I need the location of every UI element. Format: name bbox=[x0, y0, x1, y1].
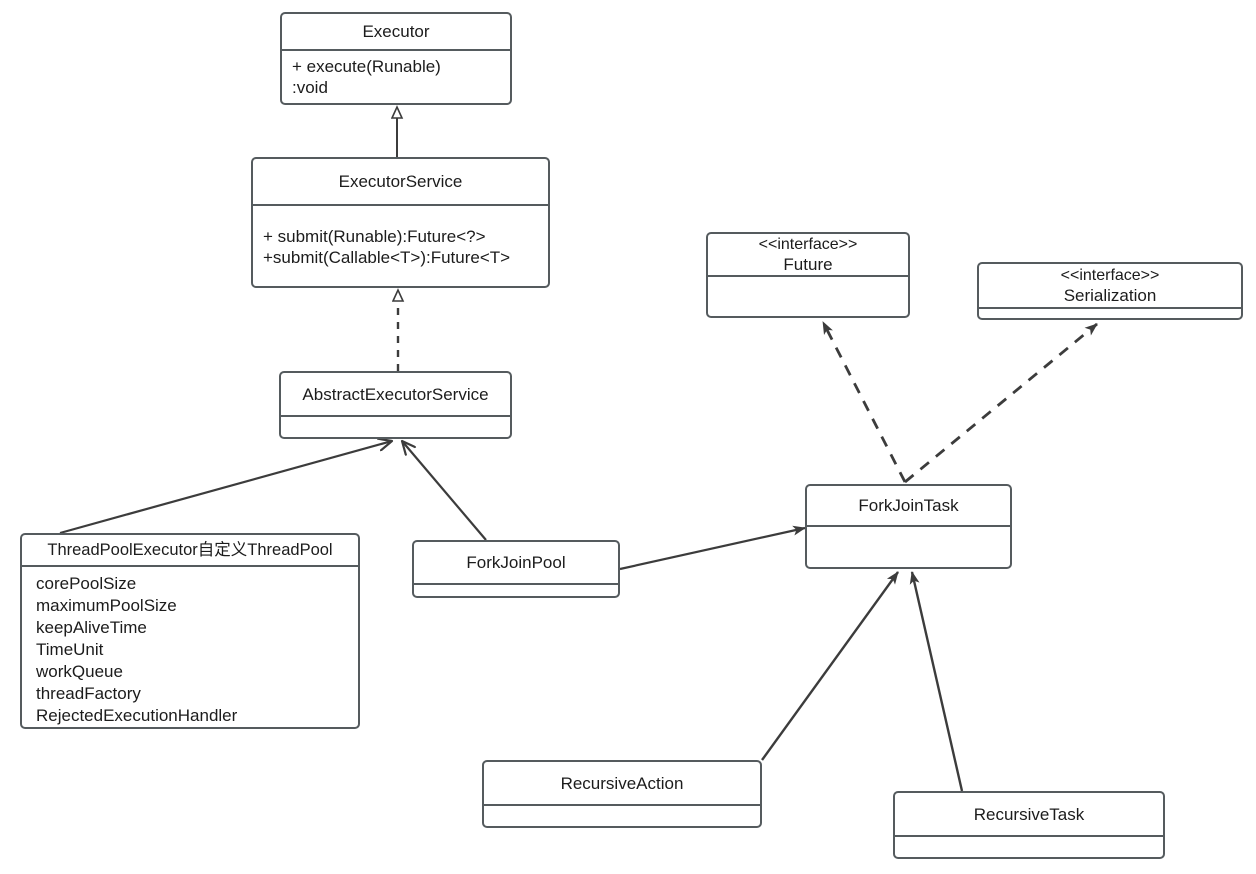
attribute-line: threadFactory bbox=[36, 684, 141, 703]
class-name-recursive-action: RecursiveAction bbox=[560, 773, 684, 793]
class-box-serialization[interactable]: <<interface>> Serialization bbox=[977, 262, 1243, 320]
class-box-fork-join-task[interactable]: ForkJoinTask bbox=[805, 484, 1012, 569]
class-header-recursive-action: RecursiveAction bbox=[484, 762, 760, 804]
edge-recursiveaction-extends-forkjointask bbox=[761, 571, 899, 761]
class-header-future: <<interface>> Future bbox=[708, 234, 908, 275]
attribute-line: + execute(Runable) bbox=[292, 57, 441, 76]
class-box-recursive-action[interactable]: RecursiveAction bbox=[482, 760, 762, 828]
attribute-line: +submit(Callable<T>):Future<T> bbox=[263, 248, 511, 267]
class-header-fork-join-task: ForkJoinTask bbox=[807, 486, 1010, 525]
class-header-fork-join-pool: ForkJoinPool bbox=[414, 542, 618, 583]
class-box-executor-service[interactable]: ExecutorService + submit(Runable):Future… bbox=[251, 157, 550, 288]
class-box-thread-pool-executor[interactable]: ThreadPoolExecutor自定义ThreadPool corePool… bbox=[20, 533, 360, 729]
class-box-abstract-executor-service[interactable]: AbstractExecutorService bbox=[279, 371, 512, 439]
class-attributes-fork-join-task bbox=[807, 527, 1010, 567]
class-divider-thread-pool-executor bbox=[22, 565, 358, 567]
attribute-line: RejectedExecutionHandler bbox=[36, 706, 238, 725]
class-box-recursive-task[interactable]: RecursiveTask bbox=[893, 791, 1165, 859]
class-attributes-recursive-task bbox=[895, 837, 1163, 857]
class-stereotype-serialization: <<interface>> bbox=[1060, 266, 1160, 284]
class-divider-serialization bbox=[979, 307, 1241, 309]
class-divider-fork-join-pool bbox=[414, 583, 618, 585]
class-header-abstract-executor-service: AbstractExecutorService bbox=[281, 373, 510, 415]
attribute-line: TimeUnit bbox=[36, 640, 104, 659]
class-attributes-future bbox=[708, 277, 908, 316]
class-attributes-fork-join-pool bbox=[414, 585, 618, 596]
class-attributes-abstract-executor-service bbox=[281, 417, 510, 437]
edge-forkjoinpool-extends-abstractexecutorservice bbox=[402, 441, 487, 541]
class-divider-executor bbox=[282, 49, 510, 51]
class-name-recursive-task: RecursiveTask bbox=[973, 804, 1085, 824]
edge-forkjointask-implements-serialization bbox=[904, 322, 1098, 484]
attribute-line: :void bbox=[292, 78, 328, 97]
class-box-fork-join-pool[interactable]: ForkJoinPool bbox=[412, 540, 620, 598]
class-name-fork-join-pool: ForkJoinPool bbox=[466, 553, 566, 572]
class-name-fork-join-task: ForkJoinTask bbox=[858, 496, 959, 515]
class-attributes-recursive-action bbox=[484, 806, 760, 826]
class-box-executor[interactable]: Executor + execute(Runable) :void bbox=[280, 12, 512, 105]
class-divider-recursive-action bbox=[484, 804, 760, 806]
class-name-abstract-executor-service: AbstractExecutorService bbox=[302, 384, 489, 404]
attribute-line: + submit(Runable):Future<?> bbox=[263, 227, 486, 246]
attribute-line: keepAliveTime bbox=[36, 618, 147, 637]
class-header-executor-service: ExecutorService bbox=[253, 159, 548, 204]
class-divider-abstract-executor-service bbox=[281, 415, 510, 417]
class-name-future: Future bbox=[783, 254, 833, 274]
class-divider-recursive-task bbox=[895, 835, 1163, 837]
class-name-serialization: Serialization bbox=[1063, 285, 1157, 305]
class-header-recursive-task: RecursiveTask bbox=[895, 793, 1163, 835]
class-attributes-executor: + execute(Runable) :void bbox=[282, 51, 510, 103]
edge-forkjoinpool-uses-forkjointask bbox=[619, 525, 806, 571]
class-header-serialization: <<interface>> Serialization bbox=[979, 264, 1241, 307]
class-attributes-thread-pool-executor: corePoolSize maximumPoolSize keepAliveTi… bbox=[22, 567, 358, 727]
class-box-future[interactable]: <<interface>> Future bbox=[706, 232, 910, 318]
edge-threadpoolexecutor-extends-abstractexecutorservice bbox=[59, 441, 392, 535]
class-header-executor: Executor bbox=[282, 14, 510, 49]
class-name-thread-pool-executor: ThreadPoolExecutor自定义ThreadPool bbox=[47, 540, 333, 559]
class-attributes-serialization bbox=[979, 309, 1241, 318]
class-name-executor: Executor bbox=[362, 22, 430, 41]
class-divider-fork-join-task bbox=[807, 525, 1010, 527]
class-divider-future bbox=[708, 275, 908, 277]
class-divider-executor-service bbox=[253, 204, 548, 206]
class-attributes-executor-service: + submit(Runable):Future<?> +submit(Call… bbox=[253, 206, 548, 286]
attribute-line: workQueue bbox=[36, 662, 123, 681]
class-header-thread-pool-executor: ThreadPoolExecutor自定义ThreadPool bbox=[22, 535, 358, 565]
class-stereotype-future: <<interface>> bbox=[758, 235, 858, 253]
edge-recursivetask-extends-forkjointask bbox=[909, 571, 964, 792]
attribute-line: maximumPoolSize bbox=[36, 596, 177, 615]
attribute-line: corePoolSize bbox=[36, 574, 137, 593]
class-name-executor-service: ExecutorService bbox=[338, 172, 463, 191]
edge-forkjointask-implements-future bbox=[821, 321, 907, 483]
